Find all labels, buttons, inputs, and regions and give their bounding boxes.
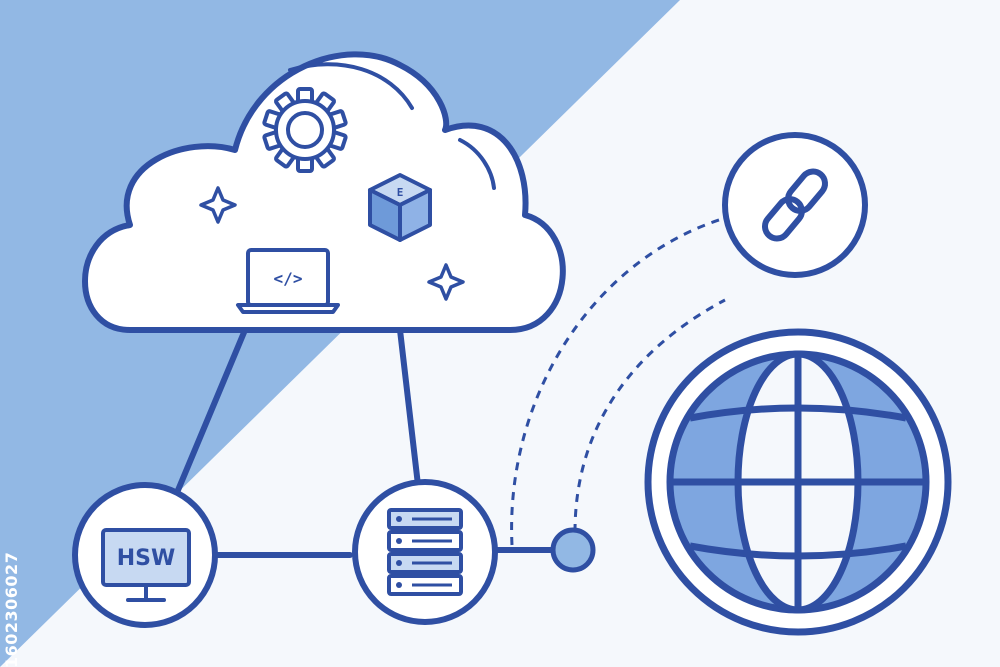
sparkle-icon [427, 263, 465, 301]
node-dot-icon [550, 527, 596, 573]
server-led [396, 560, 402, 566]
dashed-connections [510, 216, 726, 546]
cloud-highlight-arc-right [458, 138, 496, 190]
server-led [396, 538, 402, 544]
cloud-to-monitor-line [173, 327, 248, 498]
connection-lines [173, 327, 555, 558]
gear-icon [262, 87, 348, 173]
cube-icon: E [368, 173, 432, 242]
stock-id-text: 1602306027 [2, 551, 21, 667]
monitor-node: HSW [72, 482, 218, 628]
cloud-to-server-line [397, 327, 421, 488]
cube-letter: E [397, 186, 404, 199]
server-rack-icon [387, 508, 463, 596]
monitor-label: HSW [117, 546, 176, 571]
server-led [396, 516, 402, 522]
server-node [352, 479, 498, 625]
globe-icon [644, 328, 952, 636]
cloud-icon [82, 51, 566, 333]
link-node [722, 132, 868, 278]
sparkle-icon [199, 186, 237, 224]
cloud-highlight-arc [288, 62, 414, 110]
laptop-icon: </> [236, 248, 340, 314]
monitor-icon: HSW [101, 528, 191, 602]
dashed-arc-link [510, 216, 726, 546]
laptop-code-label: </> [274, 269, 303, 288]
link-chain-icon [762, 168, 828, 242]
server-led [396, 582, 402, 588]
